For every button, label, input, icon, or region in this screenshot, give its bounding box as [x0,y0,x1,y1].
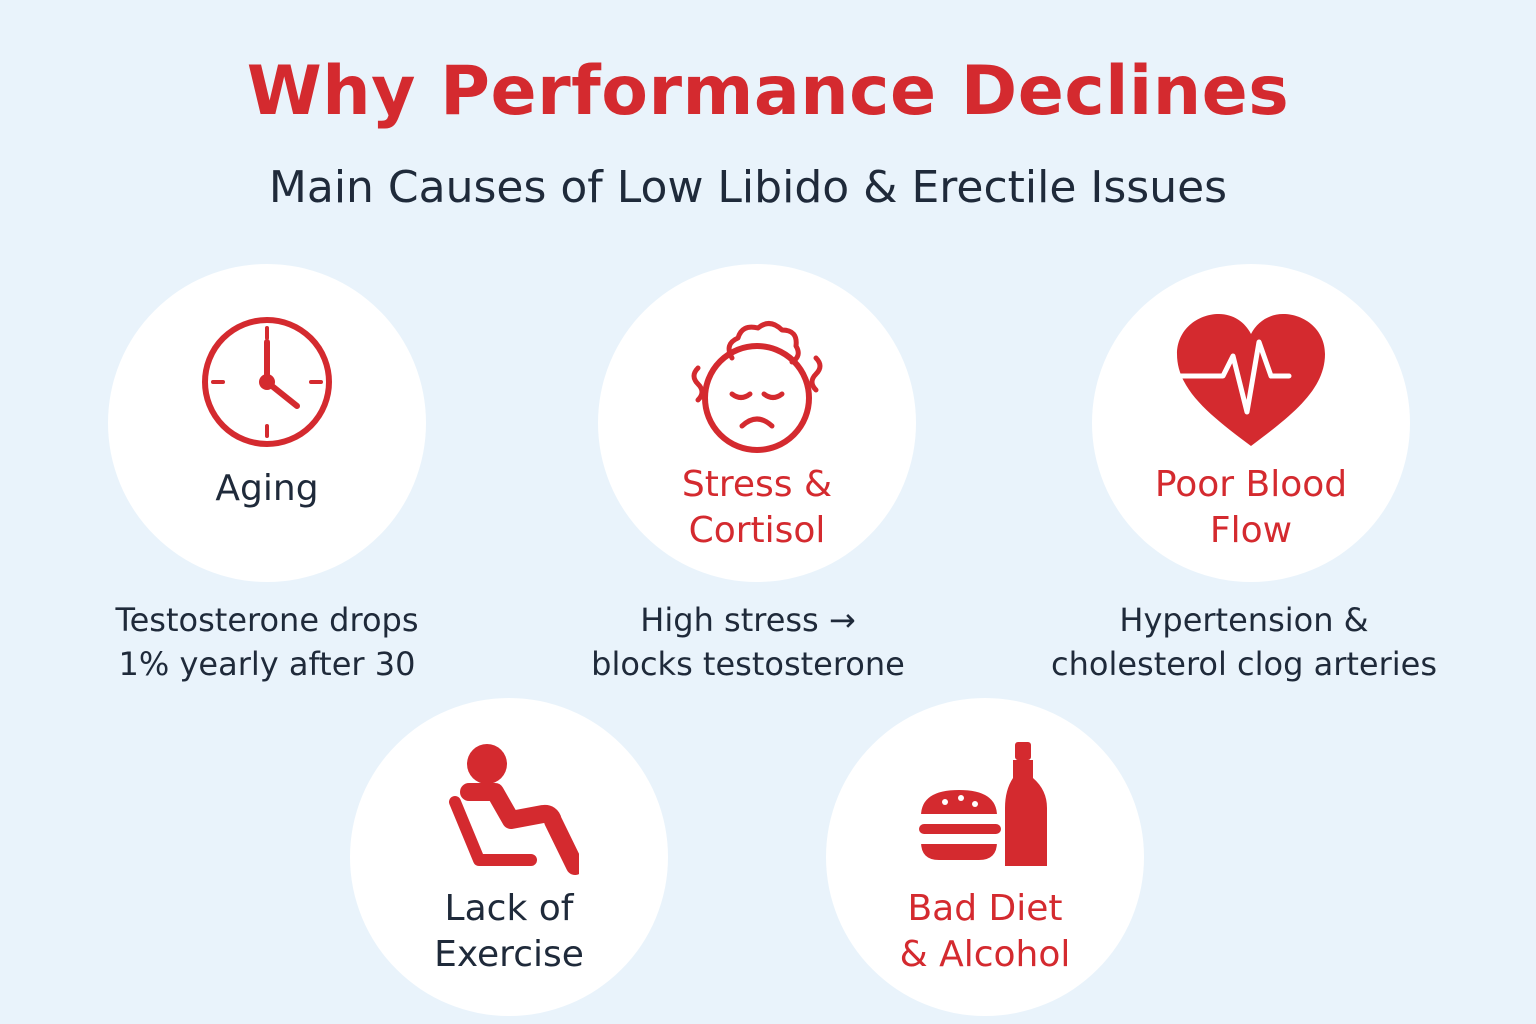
cause-desc-aging: Testosterone drops 1% yearly after 30 [7,598,527,686]
cause-card-stress: Stress & Cortisol [598,264,916,582]
cause-label-line2: Cortisol [688,510,826,551]
cause-card-blood-flow: Poor Blood Flow [1092,264,1410,582]
sitting-person-icon [449,744,579,875]
page-title: Why Performance Declines [246,52,1290,131]
cause-label-line2: & Alcohol [899,934,1071,975]
cause-desc-stress: High stress → blocks testosterone [488,598,1008,686]
burger-bottle-icon [915,742,1047,866]
cause-card-diet: Bad Diet & Alcohol [826,698,1144,1016]
heart-pulse-icon [1171,314,1325,446]
cause-label-line1: Bad Diet [907,888,1063,929]
cause-card-aging: Aging [108,264,426,582]
cause-label-line1: Poor Blood [1154,464,1348,505]
cause-desc-line1: Hypertension & [1119,601,1369,639]
cause-label-line2: Flow [1209,510,1293,551]
stressed-face-icon [691,321,823,453]
cause-label-line1: Aging [215,468,319,509]
cause-desc-blood-flow: Hypertension & cholesterol clog arteries [984,598,1504,686]
cause-desc-line2: 1% yearly after 30 [118,645,416,683]
cause-label-line1: Stress & [681,464,833,505]
cause-desc-line2: cholesterol clog arteries [1051,645,1437,683]
clock-icon [202,317,332,447]
cause-label-line2: Exercise [434,934,584,975]
page-subtitle: Main Causes of Low Libido & Erectile Iss… [268,162,1228,213]
cause-desc-line2: blocks testosterone [591,645,905,683]
cause-label-line1: Lack of [444,888,574,929]
cause-desc-line1: Testosterone drops [115,601,419,639]
cause-card-exercise: Lack of Exercise [350,698,668,1016]
cause-desc-line1: High stress → [640,601,856,639]
